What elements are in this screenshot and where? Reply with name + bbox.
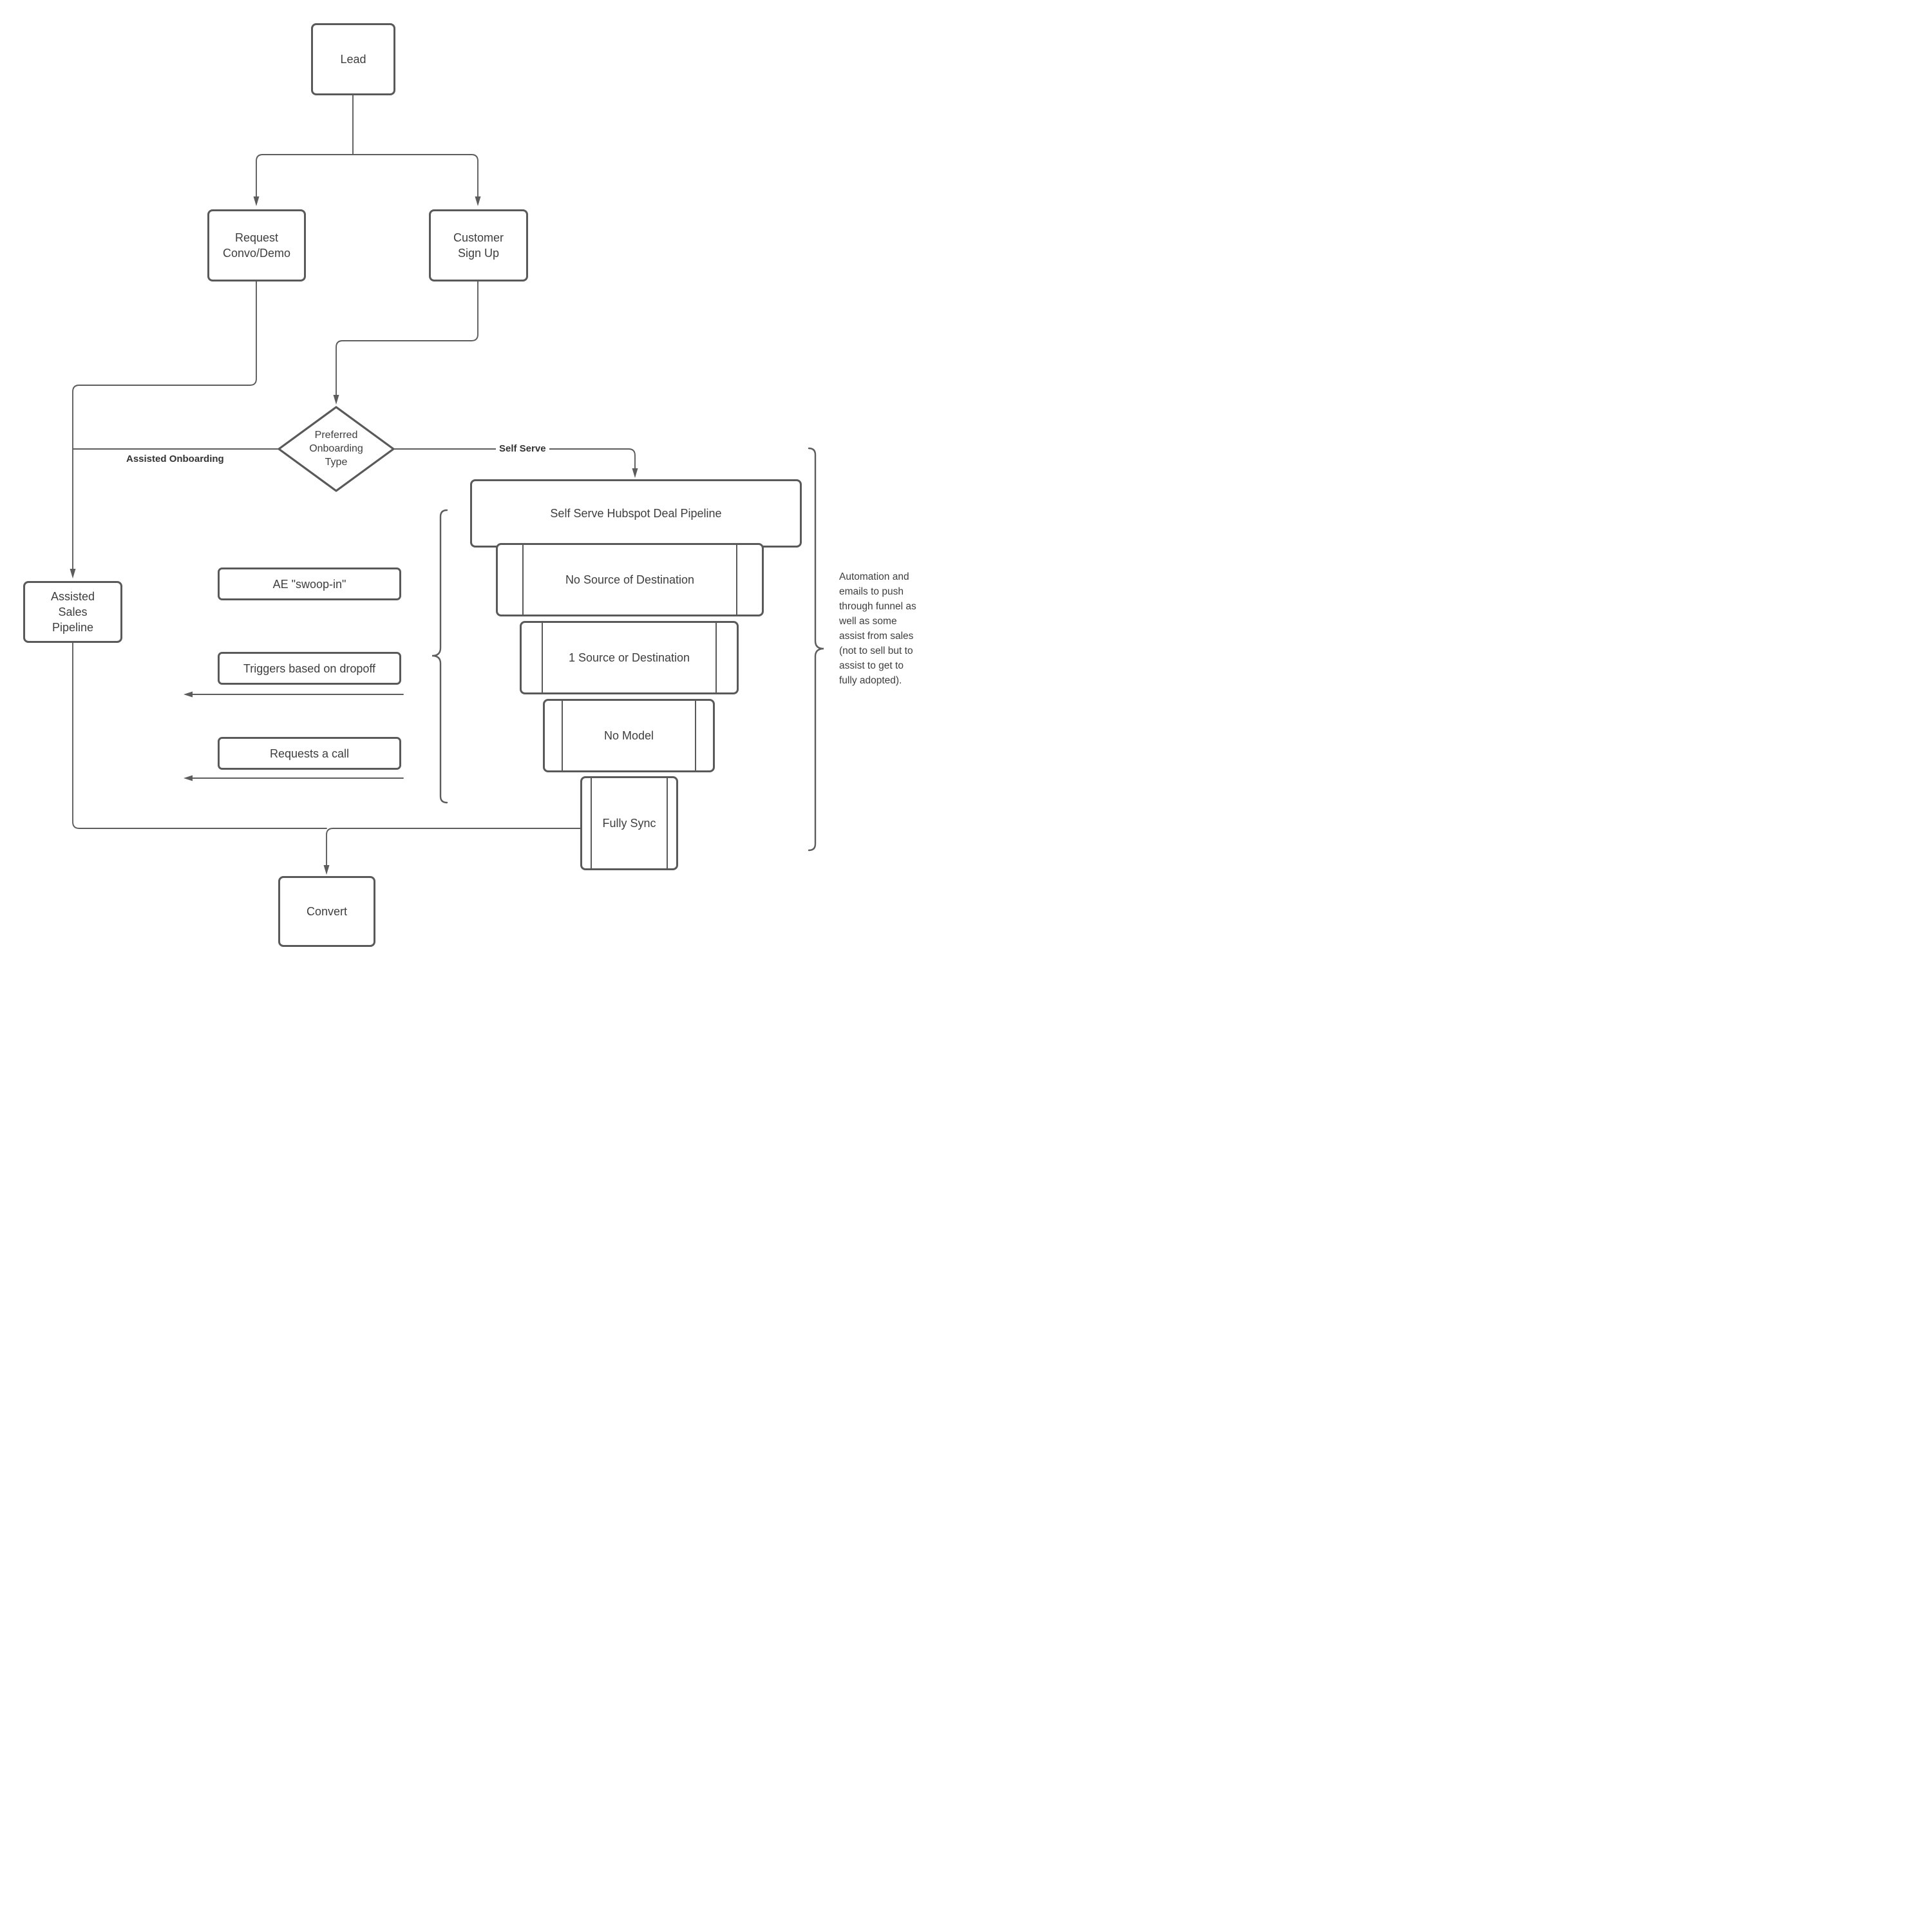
connector-assisted-to-convert [72,642,327,829]
node-requests-a-call: Requests a call [218,737,401,770]
node-triggers-based-on-dropoff: Triggers based on dropoff [218,652,401,685]
annotation-text: Automation and emails to push through fu… [839,571,916,686]
process-side-bar [715,623,717,692]
node-self-serve-hubspot-deal-pipeline-label: Self Serve Hubspot Deal Pipeline [550,507,722,520]
arrowhead [333,395,339,405]
arrowhead [253,196,260,206]
funnel-stage-label: 1 Source or Destination [568,651,690,664]
decision-preferred-onboarding-type-label: Preferred Onboarding Type [309,430,363,468]
node-convert: Convert [278,876,375,947]
node-convert-label: Convert [306,905,348,918]
node-assisted-sales-pipeline: Assisted Sales Pipeline [23,581,122,643]
node-customer-sign-up-label: Customer Sign Up [453,231,504,260]
funnel-stage-no-source-of-destination: No Source of Destination [496,543,764,616]
left-brace [431,509,448,804]
edge-label-assisted-onboarding: Assisted Onboarding [126,453,224,464]
arrowhead [632,468,638,478]
funnel-stage-1-source-or-destination: 1 Source or Destination [520,621,739,694]
node-ae-swoop-in-label: AE "swoop-in" [272,577,346,591]
connector-split-branches [256,154,478,204]
node-customer-sign-up: Customer Sign Up [429,209,528,281]
connector-fullysync-to-convert [326,828,581,870]
node-request-convo-demo-label: Request Convo/Demo [222,231,291,260]
flowchart-canvas: Lead Request Convo/Demo Customer Sign Up… [0,0,966,958]
node-self-serve-hubspot-deal-pipeline: Self Serve Hubspot Deal Pipeline [470,479,802,548]
arrowhead [70,569,76,578]
edge-label-self-serve: Self Serve [496,443,549,454]
funnel-stage-label: No Model [603,729,654,742]
process-side-bar [522,545,524,615]
funnel-stage-label: Fully Sync [602,816,656,830]
node-lead: Lead [311,23,395,95]
right-brace [808,447,824,852]
node-ae-swoop-in: AE "swoop-in" [218,567,401,600]
funnel-stage-label: No Source of Destination [565,573,695,586]
process-side-bar [591,778,592,868]
decision-diamond-shape [278,406,395,492]
node-lead-label: Lead [340,53,366,66]
arrowhead [184,691,193,698]
arrowhead [323,865,330,875]
node-triggers-based-on-dropoff-label: Triggers based on dropoff [243,662,376,675]
connector-request-to-assisted [72,281,257,575]
node-assisted-sales-pipeline-label: Assisted Sales Pipeline [50,590,95,634]
process-side-bar [736,545,737,615]
process-side-bar [695,701,696,770]
node-requests-a-call-label: Requests a call [269,747,350,760]
process-side-bar [667,778,668,868]
connector-layer [70,95,824,875]
process-side-bar [562,701,563,770]
connector-signup-to-diamond [336,281,478,401]
node-request-convo-demo: Request Convo/Demo [207,209,306,281]
process-side-bar [542,623,543,692]
funnel-stage-no-model: No Model [543,699,715,772]
arrowhead [184,775,193,781]
funnel-stage-fully-sync: Fully Sync [580,776,678,870]
arrowhead [475,196,481,206]
connector-diamond-selfserve [393,448,636,475]
